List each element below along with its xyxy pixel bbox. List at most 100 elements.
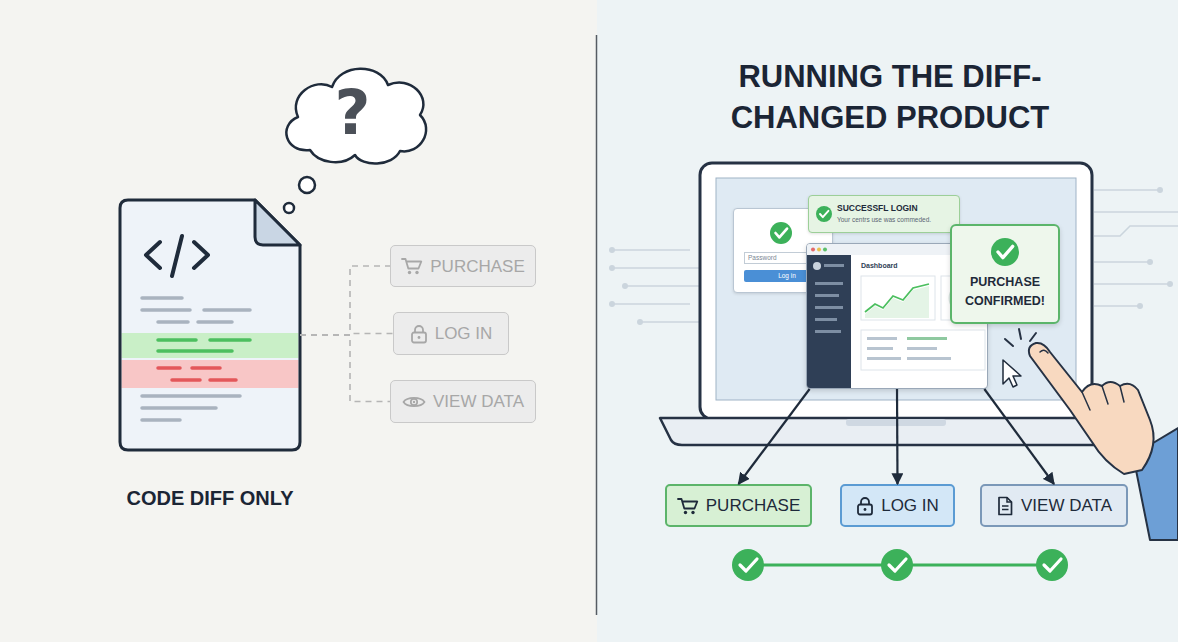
window-title: Dashboard <box>861 261 898 270</box>
decor-rect <box>907 347 937 350</box>
hand-creases <box>1040 350 1124 410</box>
dashed-connector <box>300 266 390 335</box>
inactive-button: PURCHASE <box>390 245 536 287</box>
decor-circle <box>813 262 821 270</box>
toast-art <box>809 196 961 234</box>
laptop-base <box>660 418 1132 445</box>
decor-circle <box>881 549 913 581</box>
decor-rect <box>867 347 893 350</box>
decor-rect <box>824 264 844 267</box>
decor-rect <box>122 333 299 358</box>
decor-path <box>776 229 788 238</box>
decor-path <box>158 340 250 351</box>
mouse-cursor <box>1003 360 1021 387</box>
decor-circle <box>1137 303 1143 309</box>
decor-circle <box>1167 281 1173 287</box>
arrow-connector <box>739 389 810 484</box>
button-label: LOG IN <box>435 325 493 342</box>
left-panel <box>0 0 597 642</box>
decor-circle <box>816 206 832 222</box>
decor-circle <box>1157 187 1163 193</box>
decor-rect <box>815 306 843 309</box>
decor-circle <box>609 265 615 271</box>
decor-path <box>402 259 421 269</box>
button-label: VIEW DATA <box>1021 497 1112 514</box>
decor-circle <box>411 398 417 404</box>
decor-rect <box>122 360 299 388</box>
confirmation-text: PURCHASE CONFIRMED! <box>956 273 1054 311</box>
sleeve <box>1133 428 1178 540</box>
decor-path <box>889 559 906 571</box>
decor-g <box>142 236 250 420</box>
decor-path <box>120 200 300 450</box>
decor-rect <box>815 294 839 297</box>
decor-circle <box>609 247 615 253</box>
decor-path <box>1044 559 1061 571</box>
action-button: PURCHASE <box>665 484 812 527</box>
decor-path <box>255 200 300 245</box>
decor-rect <box>815 318 837 321</box>
dashed-connector <box>300 334 393 336</box>
decor-circle <box>622 283 628 289</box>
decor-rect <box>867 337 897 340</box>
button-label: PURCHASE <box>430 258 524 275</box>
arrow-connector <box>984 389 1054 484</box>
button-label: VIEW DATA <box>433 393 524 410</box>
decor-path <box>998 246 1013 257</box>
laptop-screen <box>716 178 1076 400</box>
decor-circle <box>823 248 827 252</box>
decor-path <box>1094 226 1178 236</box>
inactive-button: VIEW DATA <box>390 380 536 423</box>
decor-path <box>865 286 929 318</box>
diff-caption: CODE DIFF ONLY <box>80 486 340 510</box>
decor-line <box>1019 329 1021 339</box>
decor-rect <box>807 255 851 389</box>
decor-circle <box>691 510 694 513</box>
decor-rect <box>815 330 841 333</box>
decor-circle <box>1147 259 1153 265</box>
decor-circle <box>864 508 867 511</box>
decor-circle <box>770 222 792 244</box>
thought-bubble: ? <box>270 55 435 170</box>
laptop-notch <box>846 419 946 426</box>
decor-path <box>1002 497 1012 509</box>
decor-circle <box>413 400 415 402</box>
decor-circle <box>991 238 1019 266</box>
document-icon <box>996 496 1014 516</box>
decor-path <box>861 498 869 505</box>
decor-path <box>740 559 757 571</box>
toast-text: SUCCESSFL LOGIN <box>837 203 918 213</box>
thought-dot <box>284 203 294 213</box>
decor-path <box>146 236 208 276</box>
right-panel <box>597 0 1178 642</box>
success-toast: SUCCESSFL LOGINYour centrs use was comme… <box>808 195 960 233</box>
pointing-hand <box>1029 343 1154 474</box>
decor-path <box>158 368 236 380</box>
decor-circle <box>417 336 420 339</box>
inactive-button: LOG IN <box>393 312 509 355</box>
decor-line <box>1030 333 1036 341</box>
confirmation-card: PURCHASE CONFIRMED! <box>950 224 1060 324</box>
decor-circle <box>408 271 411 274</box>
cart-icon <box>677 496 699 516</box>
lock-icon <box>856 496 874 516</box>
decor-path <box>820 211 828 217</box>
document-page <box>120 200 300 450</box>
decor-rect <box>858 504 872 514</box>
decor-circle <box>811 248 815 252</box>
diagram-title: RUNNING THE DIFF-CHANGED PRODUCT <box>670 56 1110 138</box>
lock-icon <box>410 324 428 344</box>
decor-path <box>404 397 425 405</box>
decor-path <box>999 497 1012 514</box>
decor-circle <box>637 319 643 325</box>
decor-path <box>1094 190 1178 306</box>
decor-rect <box>861 276 935 320</box>
question-mark: ? <box>270 55 435 170</box>
decor-path <box>120 200 300 450</box>
dashed-connector <box>300 335 390 402</box>
decor-circle <box>1036 549 1068 581</box>
decor-circle <box>817 248 821 252</box>
laptop-bezel <box>700 163 1092 419</box>
decor-circle <box>684 510 687 513</box>
